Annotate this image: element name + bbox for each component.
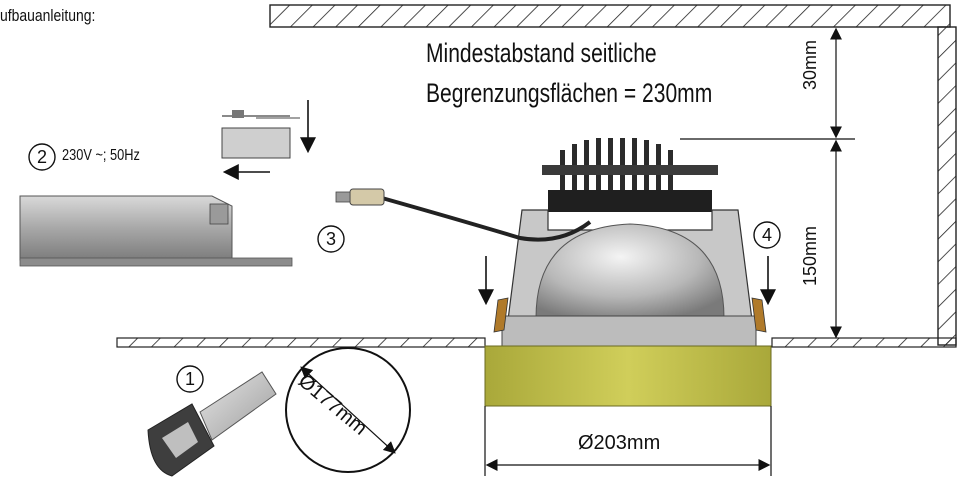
- mounting-detail: [221, 100, 316, 180]
- step-markers: [28, 143, 781, 393]
- outer-diameter-label: Ø203mm: [578, 432, 661, 454]
- step-4-number: 4: [761, 225, 772, 245]
- ceiling-slab: [269, 4, 951, 28]
- height-label: 150mm: [800, 225, 820, 286]
- saw-icon: [147, 371, 277, 477]
- step-4-circle: [753, 221, 781, 249]
- step-2-circle: [28, 143, 56, 171]
- driver-box: [19, 195, 293, 267]
- ceiling-gap-label: 30mm: [800, 39, 820, 90]
- height-dimensions: [680, 27, 855, 339]
- step-3-circle: [317, 225, 345, 253]
- diameter-dimension: [484, 406, 772, 476]
- heatsink: [542, 138, 718, 212]
- downlight: [484, 138, 772, 407]
- step-1-circle: [176, 365, 204, 393]
- ceiling-panel: [116, 337, 957, 348]
- clearance-line-1: Mindestabstand seitliche: [426, 38, 657, 68]
- step-2-number: 2: [36, 147, 47, 167]
- cutout-circle: [285, 347, 411, 473]
- step-1-number: 1: [184, 369, 195, 389]
- side-wall: [937, 26, 957, 346]
- step-3-number: 3: [325, 229, 336, 249]
- insert-arrows: [478, 256, 776, 306]
- clearance-line-2: Begrenzungsflächen = 230mm: [426, 78, 713, 108]
- instructions-title: ufbauanleitung:: [0, 6, 96, 25]
- cable-connector: [335, 188, 592, 242]
- voltage-label: 230V ~; 50Hz: [62, 147, 140, 164]
